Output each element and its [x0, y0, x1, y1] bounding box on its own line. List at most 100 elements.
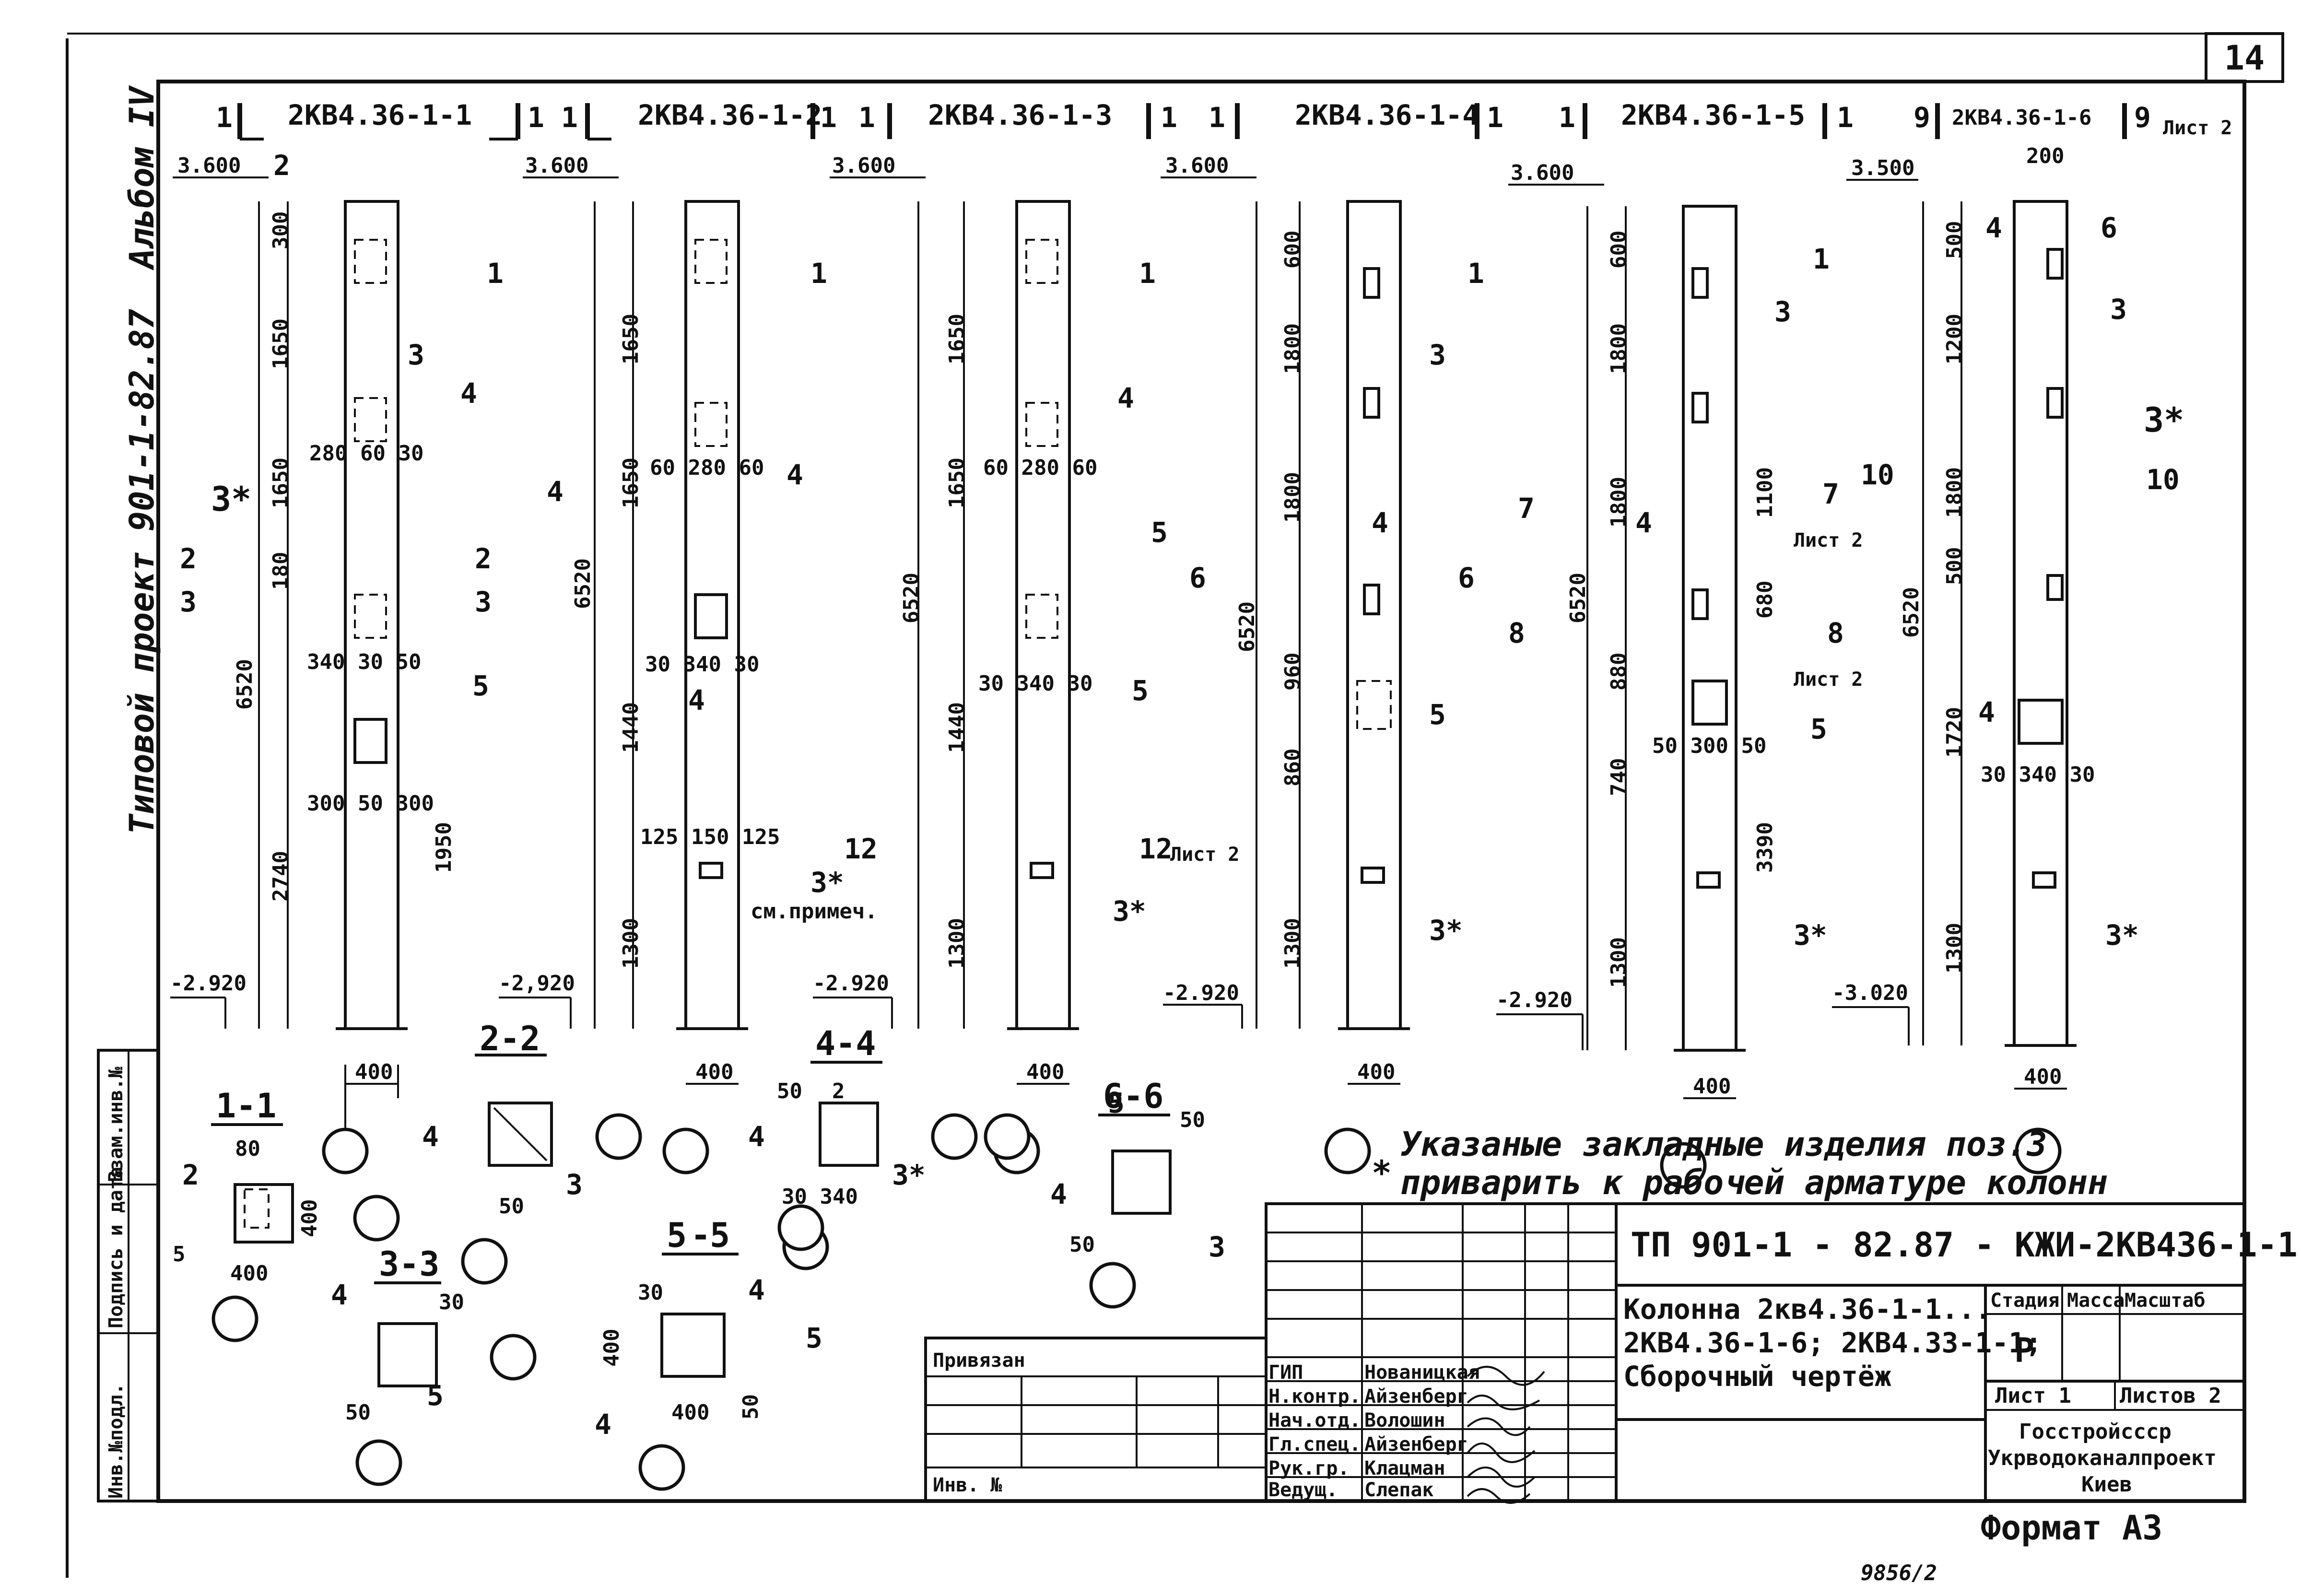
pos-label-3: 3: [408, 339, 424, 371]
pos-4: 4: [331, 1279, 348, 1311]
column-width: 400: [355, 1060, 393, 1084]
list2-label-b: Лист 2: [1794, 669, 1863, 691]
dim-3390: 3390: [1753, 822, 1777, 873]
column-width: 400: [1026, 1060, 1064, 1084]
section-5-5: 5 - 5 30 400 400 50 4 5 4: [595, 1204, 824, 1491]
column-body: [2013, 200, 2068, 1047]
album-label: Альбом IV: [122, 85, 162, 270]
dim-1800b: 1800: [1280, 472, 1305, 523]
top-elevation: 3.500: [1851, 156, 1914, 180]
column-elevation-6: 9 2КВ4.36-1-6 9 Лист 2 3.500 -3.020 400 …: [1832, 101, 2232, 1174]
total-height: 6520: [571, 558, 595, 609]
note-star: *: [1372, 1153, 1392, 1193]
note-line-2: приварить к рабочей арматуре колонн: [1400, 1163, 2108, 1202]
pos-label-3star: 3*: [1429, 914, 1463, 947]
total-height: 6520: [1566, 573, 1590, 623]
role-2: Нач.отд.: [1268, 1409, 1361, 1432]
dim-50: 50: [777, 1079, 802, 1103]
sec-label-6r: 6: [1458, 562, 1475, 594]
column-elevation-5: 1 2КВ4.36-1-5 1 3.600 -2.920 400 6520 60…: [1496, 99, 1863, 1189]
total-height: 6520: [1235, 601, 1259, 652]
dim-30-340-30: 30 340 30: [1981, 763, 2095, 787]
pos-3s: 3*: [892, 1159, 926, 1191]
column-width: 400: [1357, 1060, 1395, 1084]
list2-label: Лист 2: [1170, 844, 1240, 866]
pos-label-4: 4: [460, 377, 477, 410]
section-mark-right: 1: [820, 101, 837, 134]
bottom-elevation: -2.920: [170, 971, 247, 996]
section-title: 3-3: [379, 1244, 439, 1284]
dim-30-340-30: 340 30 50: [307, 650, 421, 674]
title-line-1: Колонна 2кв4.36-1-1...: [1623, 1293, 1992, 1326]
pos-5: 5: [806, 1322, 822, 1354]
dim-1300: 1300: [1942, 923, 1967, 974]
role-3: Гл.спец.: [1268, 1433, 1361, 1455]
sec-label-10: 10: [1861, 458, 1894, 491]
dim-50: 50: [499, 1194, 524, 1219]
section-title: 6-6: [1103, 1077, 1163, 1116]
dim-960: 960: [1280, 653, 1305, 691]
pos-3: 3: [1209, 1231, 1225, 1263]
pos-label-3star: 3*: [211, 480, 251, 519]
total-height: 6520: [233, 659, 257, 710]
column-elevation-1: 1 2КВ4.36-1-1 1 3.600 -2.920 400 6520 30…: [170, 99, 544, 1174]
name-4: Клацман: [1364, 1457, 1445, 1479]
dim-1650: 1650: [945, 314, 969, 364]
column-elevation-3: 1 2КВ4.36-1-3 1 3.600 -2.920 400 6520 16…: [813, 99, 1240, 1174]
org-line-3: Киев: [2081, 1472, 2132, 1497]
column-body: [684, 200, 740, 1030]
section-title: 1-1: [216, 1086, 276, 1126]
sec-label-4: 4: [547, 475, 564, 508]
section-mark-right: 1: [1837, 101, 1854, 134]
section-title-3: 5: [710, 1216, 730, 1255]
pos-4: 4: [422, 1120, 439, 1153]
pos-4: 4: [748, 1274, 765, 1306]
name-3: Айзенберг: [1364, 1433, 1468, 1455]
dim-1200: 1200: [1942, 314, 1967, 364]
pos-label-1: 1: [1813, 243, 1830, 275]
dim-500b: 500: [1942, 547, 1967, 585]
title-line-2: 2КВ4.36-1-6; 2КВ4.33-1-1;: [1623, 1326, 2042, 1359]
side-stamp-strip: Инв.№подл. Подпись и дата Взам.инв.№: [97, 1049, 160, 1502]
role-1: Н.контр.: [1268, 1385, 1361, 1408]
title-line-3: Сборочный чертёж: [1623, 1360, 1891, 1393]
binding-label: Привязан: [933, 1350, 1025, 1372]
title-block: ТП 901-1 - 82.87 - КЖИ-2КВ436-1-1 СБ Кол…: [924, 1202, 2301, 1504]
pos-label-6: 6: [2101, 211, 2117, 244]
dim-1800a: 1800: [1280, 323, 1305, 374]
general-note: * Указаные закладные изделия поз.3 прива…: [1372, 1125, 2108, 1202]
sec-label-2: 2: [180, 542, 197, 575]
dim-50-300-50: 300 50 300: [307, 791, 434, 816]
pos-label-1: 1: [1139, 257, 1156, 290]
sheet-number-box: 14: [2205, 32, 2284, 83]
list2-label: Лист 2: [1794, 529, 1863, 552]
dim-300: 300: [269, 211, 293, 249]
dim-5: 5: [173, 1242, 186, 1267]
project-label: Типовой проект 901-1-82.87: [122, 309, 162, 834]
pos-label-3star: 3*: [2144, 400, 2184, 440]
dim-400: 400: [230, 1261, 268, 1286]
column-mark: 2КВ4.36-1-6: [1952, 106, 2091, 130]
pos-label-4: 4: [1635, 506, 1652, 539]
pos-label-4: 4: [1117, 382, 1134, 414]
sec-label-5: 5: [1151, 516, 1168, 549]
pos-label-3star: 3*: [1113, 895, 1146, 927]
note-line-1: Указаные закладные изделия поз.3: [1400, 1125, 2047, 1164]
pos-label-3star: 3*: [810, 866, 844, 899]
bottom-elevation: -3.020: [1832, 981, 1908, 1005]
dim-60-280-60: 280 60 30: [309, 441, 423, 466]
top-elevation: 3.600: [832, 153, 895, 178]
sec-label-8r: 8: [1827, 617, 1844, 649]
section-mark-left: 1: [1559, 101, 1575, 134]
bottom-elevation: -2.920: [813, 971, 889, 996]
column-body: [1015, 200, 1071, 1030]
dim-1950: 1950: [432, 822, 456, 873]
pos-label-5: 5: [472, 669, 489, 702]
section-title: 4-4: [815, 1024, 876, 1063]
sec-label-10r: 10: [2146, 463, 2180, 496]
dim-1720: 1720: [1942, 707, 1967, 758]
section-mark-left: 1: [1209, 101, 1225, 134]
archive-number: 9856/2: [1861, 1561, 1937, 1585]
dim-740: 740: [1607, 758, 1631, 796]
dim-30-340-30: 30 340 30: [978, 671, 1092, 696]
